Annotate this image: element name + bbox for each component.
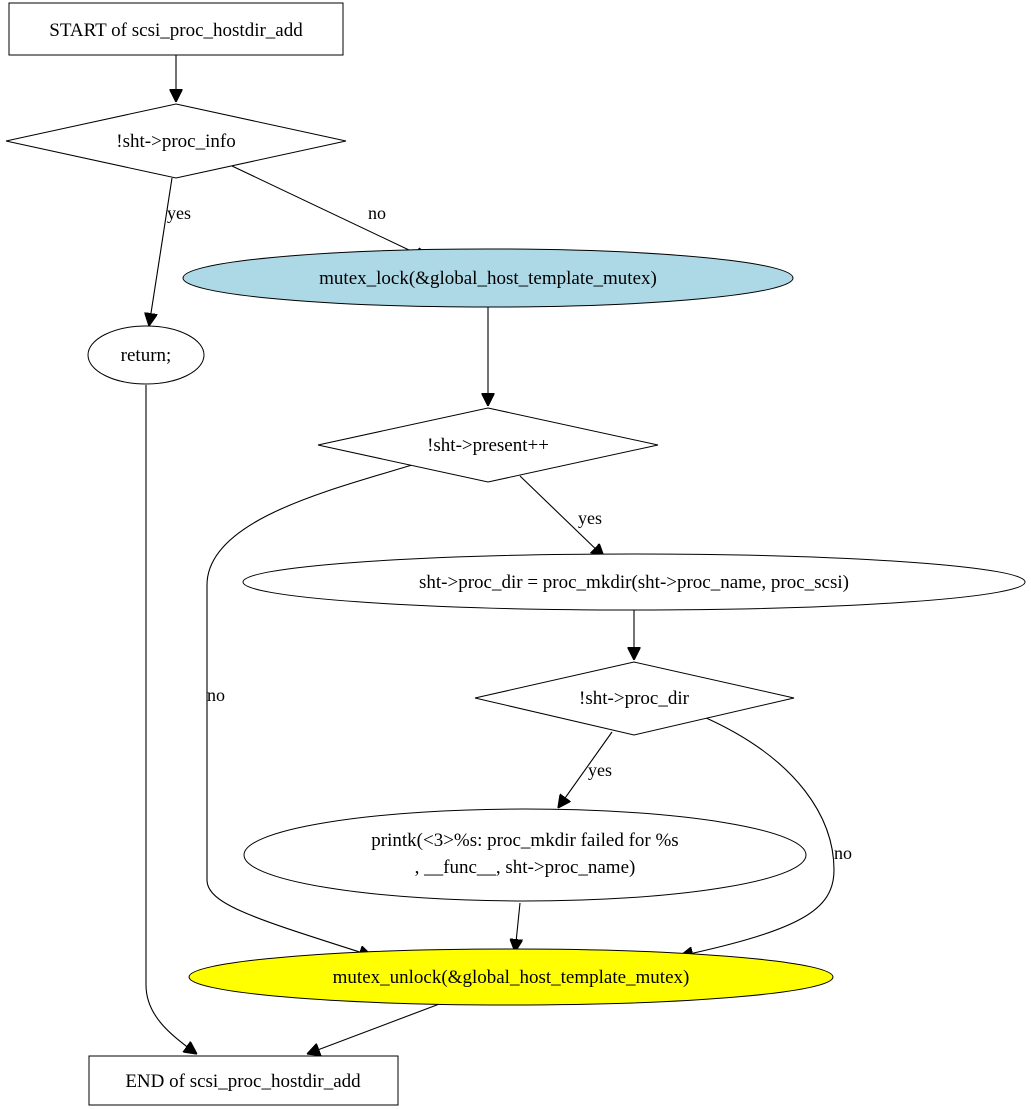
edge-label-proc-dir-yes: yes [588,760,612,780]
node-printk-label-line1: printk(<3>%s: proc_mkdir failed for %s [371,830,678,851]
node-cond-proc-dir: !sht->proc_dir [474,661,795,736]
node-return: return; [87,325,205,385]
node-unlock: mutex_unlock(&global_host_template_mutex… [188,948,834,1006]
node-unlock-label: mutex_unlock(&global_host_template_mutex… [333,967,690,988]
edge-proc-info-no-to-lock [231,165,428,259]
edge-label-present-yes: yes [578,508,602,528]
edge-label-proc-dir-no: no [834,843,852,863]
edge-labels: yes no yes no yes no [167,203,852,863]
edge-present-yes-to-mkdir [519,475,604,557]
node-return-label: return; [121,345,172,366]
node-end: END of scsi_proc_hostdir_add [88,1055,399,1106]
node-lock-label: mutex_lock(&global_host_template_mutex) [319,268,657,289]
node-cond-present: !sht->present++ [317,407,659,483]
edges [145,55,835,1054]
edge-label-proc-info-yes: yes [167,203,191,223]
edge-proc-dir-yes-to-printk [558,731,613,808]
edge-proc-info-yes-to-return [149,177,173,326]
node-printk-label-line2: , __func__, sht->proc_name) [415,857,636,878]
node-cond-present-label: !sht->present++ [427,435,549,456]
node-end-label: END of scsi_proc_hostdir_add [125,1071,361,1092]
node-lock: mutex_lock(&global_host_template_mutex) [182,248,794,308]
node-cond-proc-info: !sht->proc_info [5,103,347,179]
edge-label-proc-info-no: no [368,203,386,223]
edge-return-to-end [145,385,197,1054]
edge-proc-dir-no-to-unlock [680,716,835,956]
node-start-label: START of scsi_proc_hostdir_add [49,20,303,41]
edge-printk-to-unlock [515,902,520,952]
node-mkdir-label: sht->proc_dir = proc_mkdir(sht->proc_nam… [419,572,849,593]
node-mkdir: sht->proc_dir = proc_mkdir(sht->proc_nam… [242,553,1026,611]
node-cond-proc-dir-label: !sht->proc_dir [579,688,690,709]
edge-label-present-no: no [207,685,225,705]
edge-unlock-to-end [307,1002,443,1054]
node-printk: printk(<3>%s: proc_mkdir failed for %s ,… [243,808,807,902]
node-start: START of scsi_proc_hostdir_add [8,2,344,56]
edge-present-no-to-unlock [206,464,413,956]
node-cond-proc-info-label: !sht->proc_info [116,131,235,152]
